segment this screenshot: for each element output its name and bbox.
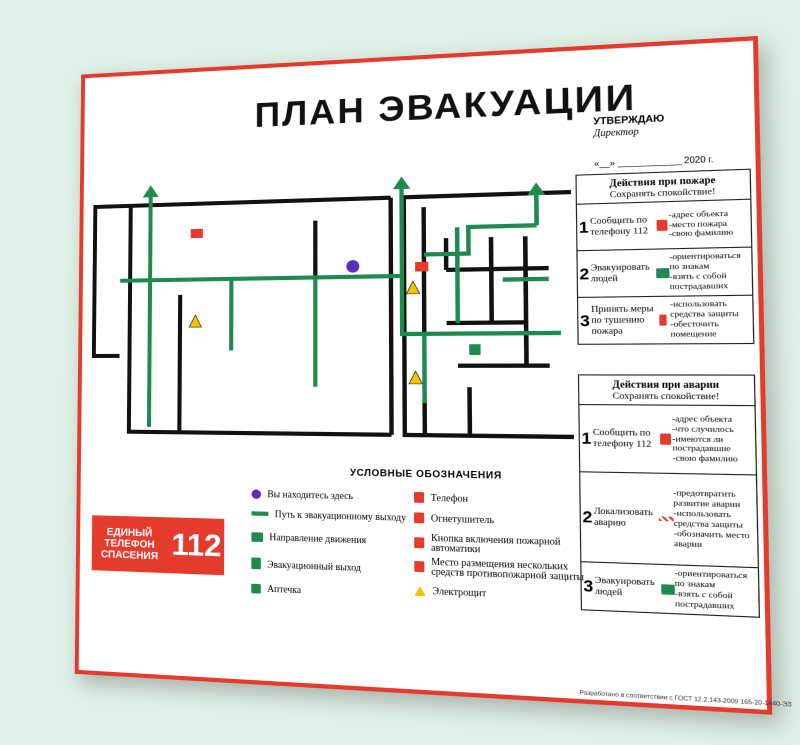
direction-arrow-icon — [251, 532, 263, 542]
route-line-icon — [251, 511, 268, 516]
legend-item: Электрощит — [414, 585, 486, 599]
electric-hazard-marker — [189, 315, 201, 327]
accident-actions-panel: Действия при аварии Сохранять спокойстви… — [578, 374, 760, 617]
legend-item: Аптечка — [251, 583, 301, 596]
phone-icon — [656, 220, 667, 231]
direction-arrow-icon — [656, 268, 669, 278]
electric-hazard-marker-2 — [406, 281, 419, 294]
accident-action-row: 3 Эвакуировать людей -ориентироваться по… — [581, 562, 758, 616]
accident-action-row: 1 Сообщить по телефону 112 -адрес объект… — [579, 405, 755, 475]
legend-title: УСЛОВНЫЕ ОБОЗНАЧЕНИЯ — [350, 467, 502, 481]
legend: Вы находитесь здесь Путь к эвакуационном… — [252, 488, 611, 496]
legend-item: Телефон — [414, 492, 468, 504]
legend-label: Огнетушитель — [431, 513, 494, 526]
accident-panel-calm: Сохранять спокойствие! — [579, 390, 754, 406]
electric-hazard-marker-3 — [409, 371, 422, 384]
legend-label: Путь к эвакуационному выходу — [275, 509, 406, 523]
first-aid-marker — [469, 344, 480, 355]
legend-label: Вы находитесь здесь — [267, 489, 353, 502]
direction-arrow-icon — [661, 584, 675, 595]
evacuation-plan-board: ПЛАН ЭВАКУАЦИИ УТВЕРЖДАЮ Директор «__» _… — [75, 36, 773, 715]
fire-action-row: 3 Принять меры по тушению пожара -исполь… — [578, 296, 753, 344]
fire-action-row: 1 Сообщить по телефону 112 -адрес объект… — [577, 200, 751, 252]
approve-date-line: «__» ____________ 2020 г. — [594, 154, 714, 169]
accident-action-row: 2 Локализовать аварию -предотвратить раз… — [580, 472, 757, 568]
legend-item: Вы находитесь здесь — [252, 488, 353, 501]
legend-item: Направление движения — [251, 531, 366, 545]
floor-plan — [89, 171, 574, 448]
legend-label: Кнопка включения пожарной автоматики — [431, 533, 570, 557]
fire-button-icon — [414, 537, 424, 548]
hazard-tape-icon — [659, 516, 674, 521]
you-are-here-marker — [346, 260, 359, 273]
plan-title: ПЛАН ЭВАКУАЦИИ — [255, 77, 637, 136]
legend-item: Путь к эвакуационному выходу — [251, 508, 406, 523]
first-aid-icon — [251, 583, 261, 593]
extinguisher-icon — [414, 512, 424, 523]
legend-label: Направление движения — [269, 532, 366, 546]
accident-panel-heading: Действия при аварии — [579, 375, 754, 390]
extinguisher-icon — [659, 315, 666, 326]
plan-walls — [93, 192, 574, 437]
footer-note: Разработано в соответствии с ГОСТ 12.2.1… — [579, 690, 791, 709]
approval-block: УТВЕРЖДАЮ Директор «__» ____________ 202… — [593, 111, 713, 169]
legend-label: Электрощит — [432, 585, 486, 598]
legend-label: Телефон — [431, 492, 468, 504]
legend-label: Аптечка — [267, 583, 301, 595]
emergency-phone-number: 112 — [171, 528, 182, 564]
fire-equipment-icon — [414, 561, 424, 572]
phone-icon — [414, 492, 424, 503]
phone-icon — [659, 433, 670, 444]
electric-hazard-icon — [414, 585, 425, 595]
exit-sign-icon — [251, 557, 261, 569]
legend-item: Эвакуационный выход — [251, 557, 361, 573]
fire-action-row: 2 Эвакуировать людей -ориентироваться по… — [578, 248, 753, 298]
legend-item: Огнетушитель — [414, 512, 494, 525]
evacuation-route — [119, 182, 562, 432]
emergency-phone-text: ЕДИНЫЙ ТЕЛЕФОН СПАСЕНИЯ — [92, 526, 168, 562]
you-are-here-icon — [252, 489, 261, 499]
legend-item: Кнопка включения пожарной автоматики — [414, 533, 569, 558]
legend-label: Эвакуационный выход — [267, 558, 361, 572]
emergency-phone-box: ЕДИНЫЙ ТЕЛЕФОН СПАСЕНИЯ 112 — [92, 515, 225, 575]
legend-item: Место размещения нескольких средств прот… — [414, 557, 605, 584]
fire-equipment-marker-2 — [415, 262, 428, 272]
fire-equipment-marker — [191, 229, 203, 238]
fire-actions-panel: Действия при пожаре Сохранять спокойстви… — [575, 169, 754, 345]
